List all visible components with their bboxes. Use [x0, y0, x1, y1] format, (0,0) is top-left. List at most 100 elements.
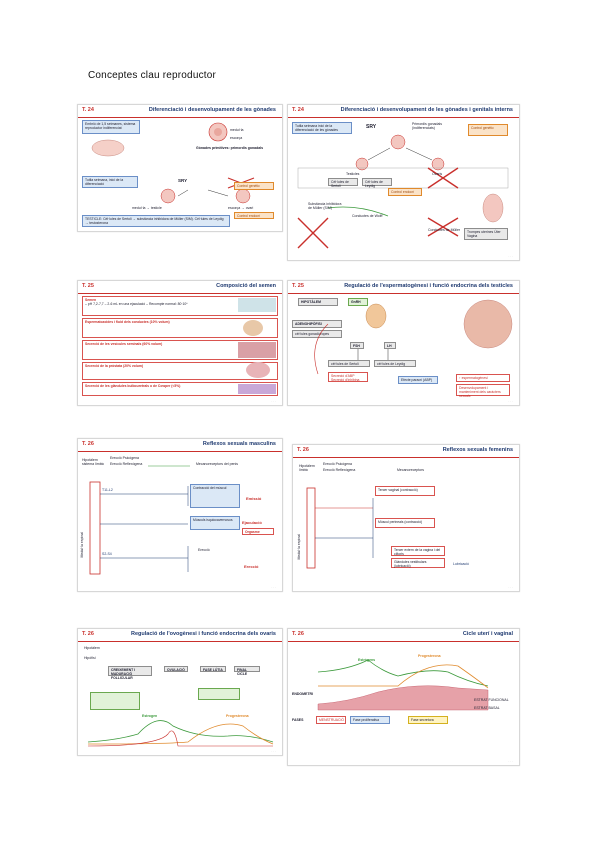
slide-footer: · · · — [508, 585, 513, 589]
slide-body: HIPOTÀLEM GnRH ADENOHIPÒFISI cèl·lules g… — [288, 294, 519, 399]
slide-footer: · · · — [271, 585, 276, 589]
ovulation-box: OVULACIÓ — [164, 666, 188, 672]
slide-oogenesis-regulation[interactable]: T. 26 Regulació de l'ovogènesi i funció … — [77, 628, 283, 756]
slide-number: T. 24 — [82, 107, 94, 113]
uterine-chart — [317, 659, 489, 711]
primordis-label: Primordis gonadals (indiferenciats) — [412, 122, 442, 130]
phases-label: FASES — [292, 718, 304, 722]
symp-label: T11-L2 — [102, 488, 113, 492]
spermatogenesis-box: ↑ espermatogènesi — [456, 374, 510, 382]
hypothalamus-box: HIPOTÀLEM — [298, 298, 338, 306]
slide-number: T. 26 — [297, 447, 309, 453]
hypophysis-label: Hipòfisi — [84, 656, 96, 660]
slide-footer: · · · — [508, 759, 513, 763]
sertoli-box: Cèl·lules de Sertoli — [328, 178, 358, 188]
progesterone-curve — [318, 664, 489, 689]
slide-title: Regulació de l'ovogènesi i funció endocr… — [131, 631, 276, 637]
basal-label: ESTRAT BASAL — [474, 706, 500, 710]
emission-label: Emissió — [246, 496, 262, 501]
slide-uterine-cycle[interactable]: T. 26 Cicle uterí i vaginal Estrògens Pr… — [287, 628, 520, 766]
semen-images — [238, 298, 276, 394]
paracrine-box: Efecte paracrí (ABP) — [398, 376, 438, 384]
hypothalamus-label: Hipotàlem — [84, 646, 100, 650]
contraction-box: Contracció del múscul — [190, 484, 240, 508]
slide-title: Diferenciació i desenvolupament de les g… — [148, 107, 276, 113]
progesterone-curve — [87, 723, 274, 745]
slide-number: T. 25 — [292, 283, 304, 289]
inhibin-box: Secreció d'ABP Secreció d'inhibina — [328, 372, 368, 382]
fsh-box: FSH — [350, 342, 364, 349]
mechanoreceptors-label: Mecanoreceptors del penis — [196, 462, 239, 466]
page-title: Conceptes clau reproductor — [88, 70, 217, 81]
proliferative-box: Fase proliferativa — [350, 716, 390, 724]
slide-footer: · · · — [271, 399, 276, 403]
mechanoreceptors-label: Mecanoreceptors — [397, 468, 425, 472]
medulla-label: medul·la — [230, 128, 244, 132]
slide-title: Diferenciació i desenvolupament de les g… — [340, 107, 513, 113]
endometrium-shape — [317, 685, 489, 711]
regulation-diagram — [314, 299, 513, 375]
endocrine-control-box: Control endocrí — [234, 212, 274, 219]
slide-male-sexual-reflexes[interactable]: T. 26 Reflexos sexuals masculins Hipotàl… — [77, 438, 283, 592]
secretory-box: Fase secretora — [408, 716, 448, 724]
lh-box: LH — [384, 342, 396, 349]
sertoli-box: cèl·lules de Sertoli — [328, 360, 370, 367]
spinal-cord-label: Medul·la espinal — [297, 534, 301, 560]
reflexogenic-label: Erecció Reflexògena — [323, 468, 356, 472]
slide-header — [288, 281, 519, 294]
vestibular-box: Glàndules vestibulars (lubricació) — [391, 558, 445, 568]
slide-body: Tutlla setmana inici de la diferenciació… — [288, 118, 519, 254]
vesicles-box: Secreció de les vesícules seminals (60% … — [82, 340, 278, 360]
sim-label: Substància inhibidora de Müller (SIM) — [308, 202, 342, 210]
development-box: Desenvolupament i manteniment dels caràc… — [456, 384, 510, 398]
ovari-label: escorça → ovari — [228, 206, 254, 210]
slide-number: T. 26 — [82, 441, 94, 447]
slide-footer: · · · — [271, 749, 276, 753]
prostate-box: Secreció de la pròstata (20% volum) — [82, 362, 278, 380]
slide-spermatogenesis-regulation[interactable]: T. 25 Regulació de l'espermatogènesi i f… — [287, 280, 520, 406]
lubrication-label: Lubricació — [453, 562, 469, 566]
gonad-diagram — [91, 122, 255, 204]
slide-number: T. 24 — [292, 107, 304, 113]
wolff-label: Conductes de Wolff — [352, 214, 383, 218]
reflexogenic-label: Erecció Reflexògena — [110, 462, 143, 466]
estrogen-curve — [317, 659, 489, 687]
slide-number: T. 26 — [292, 631, 304, 637]
slide-female-sexual-reflexes[interactable]: T. 26 Reflexos sexuals femenins Hipotàle… — [292, 444, 520, 592]
perineal-box: Múscul perineals (contracció) — [375, 518, 435, 528]
slide-header — [293, 445, 519, 458]
genetic-control-box: Control genètic — [468, 124, 508, 136]
slide-gonad-differentiation[interactable]: T. 24 Diferenciació i desenvolupament de… — [77, 104, 283, 232]
slide-title: Regulació de l'espermatogènesi i funció … — [344, 283, 513, 289]
slide-footer: · · · — [508, 399, 513, 403]
ejaculation-label: Ejaculació — [242, 520, 262, 525]
estrogen-label: Estrogen — [142, 714, 158, 718]
leydig-box: Cèl·lules de Leydig — [362, 178, 392, 188]
adenohypophysis-box: ADENOHIPÒFISI — [292, 320, 342, 328]
green-box-2 — [198, 688, 240, 700]
estrogen-label: Estrògens — [358, 658, 376, 662]
ovaris-label: Ovaris — [432, 172, 443, 176]
gonad-primitive-label: Gònades primitives: primordis gonadals — [196, 146, 264, 150]
bulbourethral-box: Secreció de les glàndules bulbouretrals … — [82, 382, 278, 396]
genetic-control-box: Control genètic — [234, 182, 274, 190]
slide-gonad-genital-differentiation[interactable]: T. 24 Diferenciació i desenvolupament de… — [287, 104, 520, 261]
slide-title: Cicle uterí i vaginal — [462, 631, 513, 637]
s2-label: S2-S4 — [102, 552, 112, 556]
hormone-chart — [87, 720, 274, 747]
slide-semen-composition[interactable]: T. 25 Composició del semen Semen – pH 7,… — [77, 280, 283, 406]
slide-header — [288, 629, 519, 642]
growth-box: CREIXEMENT I MADURACIÓ FOLLICULAR — [108, 666, 152, 680]
estrogen-curve — [87, 720, 274, 743]
progesterone-label: Progesterona — [418, 654, 441, 658]
testicles-label: Testicles — [346, 172, 360, 176]
slide-title: Composició del semen — [216, 283, 276, 289]
muscles-box: Músculs isquiocavernosos — [190, 516, 240, 530]
slide-body: Estrògens Progesterona ENDOMETRI FASES E… — [288, 642, 519, 759]
endometrium-label: ENDOMETRI — [292, 692, 313, 696]
menstruation-box: MENSTRUACIÓ — [316, 716, 346, 724]
slide-body: Hipotàlem sistema límbic Erecció Psicòge… — [78, 452, 282, 585]
erection-red-label: Erecció — [244, 564, 259, 569]
functional-label: ESTRAT FUNCIONAL — [474, 698, 509, 702]
semen-heading: Semen — [85, 298, 97, 302]
